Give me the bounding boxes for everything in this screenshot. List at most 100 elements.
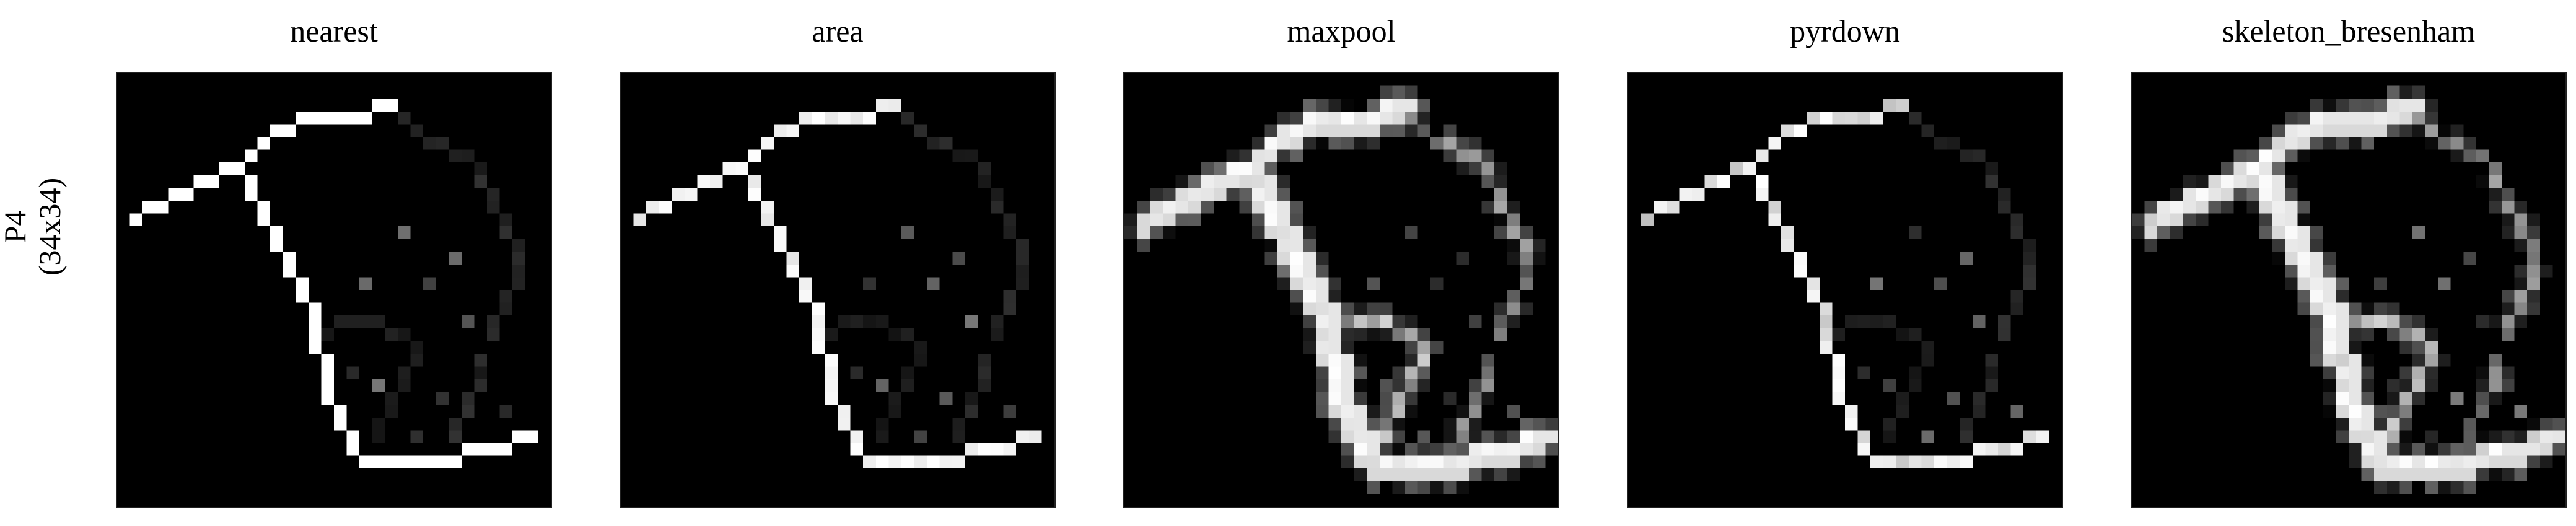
mask-pixel [2297, 264, 2311, 278]
mask-pixel [1870, 111, 1883, 125]
mask-pixel [1443, 443, 1457, 456]
mask-pixel [1354, 136, 1367, 150]
mask-pixel [1290, 239, 1303, 252]
mask-pixel [1354, 124, 1367, 137]
mask-pixel [2336, 315, 2349, 328]
mask-pixel [1691, 188, 1705, 201]
mask-pixel [410, 455, 424, 469]
mask-pixel [2502, 188, 2515, 201]
mask-pixel [2438, 481, 2451, 494]
mask-pixel [2310, 239, 2323, 252]
mask-pixel [1417, 111, 1431, 125]
mask-pixel [2425, 124, 2438, 137]
mask-pixel [1162, 188, 1176, 201]
mask-pixel [2399, 315, 2412, 328]
mask-pixel [2489, 468, 2502, 481]
mask-pixel [2272, 136, 2285, 150]
mask-pixel [1520, 302, 1533, 316]
mask-pixel [2170, 200, 2183, 214]
panel-maxpool: maxpool [1123, 0, 1559, 526]
mask-pixel [2361, 353, 2375, 367]
mask-pixel [1443, 430, 1457, 444]
mask-pixel [1379, 417, 1393, 431]
mask-pixel [1481, 455, 1495, 469]
mask-pixel [1367, 328, 1380, 341]
mask-pixel [1367, 468, 1380, 481]
mask-pixel [1290, 111, 1303, 125]
mask-pixel [1417, 124, 1431, 137]
mask-pixel [1277, 149, 1290, 163]
mask-pixel [1188, 213, 1201, 227]
mask-pixel [2412, 111, 2425, 125]
mask-pixel [2463, 455, 2476, 469]
mask-pixel [1443, 149, 1457, 163]
mask-image [117, 73, 551, 507]
mask-pixel [219, 162, 232, 175]
mask-pixel [449, 149, 462, 163]
mask-pixel [799, 290, 812, 303]
mask-pixel [1896, 99, 1909, 112]
mask-pixel [2221, 188, 2234, 201]
mask-pixel [1341, 124, 1354, 137]
mask-pixel [633, 213, 647, 227]
mask-pixel [1404, 392, 1418, 405]
mask-pixel [499, 302, 513, 316]
mask-pixel [1666, 200, 1680, 214]
mask-pixel [952, 430, 965, 444]
mask-pixel [1392, 455, 1405, 469]
mask-pixel [1239, 162, 1252, 175]
mask-pixel [2323, 379, 2336, 392]
mask-pixel [1481, 443, 1495, 456]
mask-pixel [1379, 430, 1393, 444]
mask-pixel [499, 290, 513, 303]
mask-pixel [2259, 200, 2272, 214]
mask-pixel [1832, 328, 1845, 341]
mask-pixel [1404, 111, 1418, 125]
mask-pixel [2489, 200, 2502, 214]
mask-pixel [1857, 111, 1871, 125]
panel-nearest: nearest [116, 0, 552, 526]
mask-pixel [244, 175, 258, 188]
mask-pixel [825, 111, 838, 125]
mask-pixel [1985, 379, 1999, 392]
mask-pixel [1404, 315, 1418, 328]
mask-pixel [2361, 99, 2375, 112]
mask-pixel [321, 379, 334, 392]
mask-pixel [825, 379, 838, 392]
mask-pixel [735, 162, 748, 175]
mask-pixel [1277, 175, 1290, 188]
mask-pixel [1367, 430, 1380, 444]
mask-pixel [1277, 111, 1290, 125]
mask-pixel [2552, 417, 2565, 431]
mask-pixel [1264, 239, 1278, 252]
mask-pixel [2386, 405, 2400, 418]
mask-pixel [1883, 99, 1896, 112]
mask-pixel [1845, 315, 1858, 328]
mask-pixel [1303, 302, 1316, 316]
mask-pixel [1883, 455, 1896, 469]
image-maxpool [1123, 72, 1559, 508]
mask-pixel [1239, 175, 1252, 188]
mask-pixel [991, 315, 1004, 328]
mask-pixel [1392, 392, 1405, 405]
mask-pixel [2336, 417, 2349, 431]
mask-pixel [1417, 341, 1431, 354]
mask-pixel [1277, 213, 1290, 227]
mask-pixel [1532, 455, 1546, 469]
mask-pixel [334, 417, 347, 431]
mask-pixel [1468, 315, 1482, 328]
mask-pixel [2374, 430, 2387, 444]
mask-pixel [1443, 481, 1457, 494]
mask-pixel [1303, 277, 1316, 290]
mask-pixel [1277, 239, 1290, 252]
mask-pixel [1456, 149, 1469, 163]
mask-pixel [1896, 455, 1909, 469]
mask-pixel [1251, 200, 1265, 214]
mask-pixel [2425, 99, 2438, 112]
mask-pixel [1367, 417, 1380, 431]
mask-pixel [1494, 468, 1507, 481]
mask-pixel [2514, 455, 2528, 469]
mask-pixel [1998, 200, 2011, 214]
mask-pixel [1456, 136, 1469, 150]
mask-pixel [2489, 315, 2502, 328]
